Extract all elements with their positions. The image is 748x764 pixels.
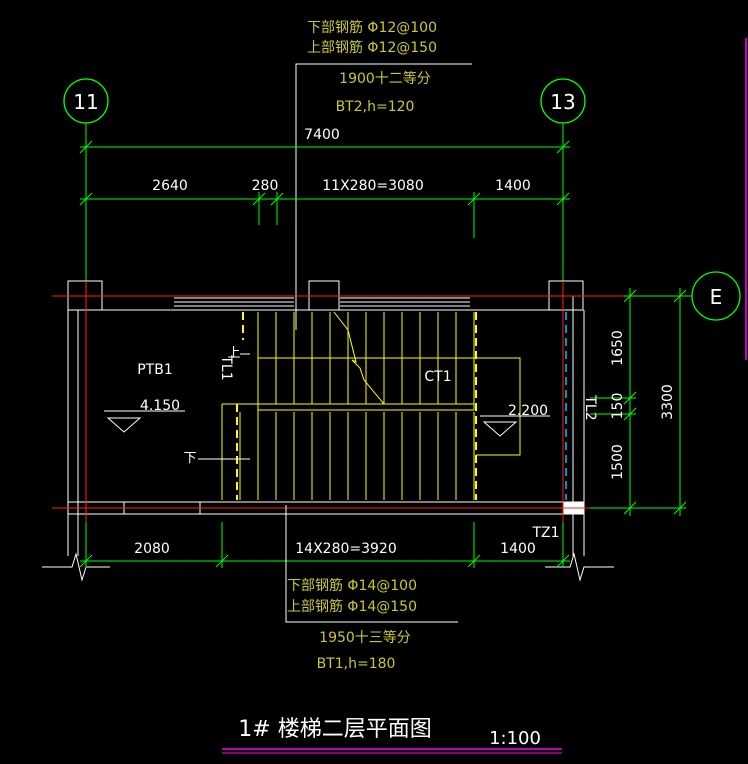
drawing-scale: 1:100 bbox=[489, 728, 541, 749]
ct1-outline bbox=[258, 311, 521, 456]
lower-top-rebar: 上部钢筋 Φ14@150 bbox=[287, 598, 417, 615]
stair-walls bbox=[42, 295, 614, 582]
bottom-dimensions bbox=[79, 522, 570, 568]
walk-line bbox=[198, 353, 250, 460]
axis-label-11: 11 bbox=[73, 90, 98, 114]
level-marker-left: 4.150 bbox=[104, 398, 185, 433]
dim-top-2640: 2640 bbox=[152, 178, 188, 194]
right-dimensions bbox=[590, 288, 687, 516]
lower-rebar-note: 下部钢筋 Φ14@100 上部钢筋 Φ14@150 1950十三等分 BT1,h… bbox=[287, 577, 417, 672]
dim-right-1500: 1500 bbox=[610, 444, 626, 480]
level-marker-right: 2.200 bbox=[480, 403, 550, 437]
dim-top-280: 280 bbox=[252, 178, 279, 194]
upper-leader-line bbox=[295, 63, 472, 330]
stair-flights bbox=[221, 312, 475, 500]
upper-top-rebar: 上部钢筋 Φ12@150 bbox=[307, 39, 437, 56]
red-axis-lines bbox=[52, 281, 680, 560]
level-right-value: 2.200 bbox=[508, 403, 548, 419]
ct1-label: CT1 bbox=[424, 369, 451, 385]
lower-bottom-rebar: 下部钢筋 Φ14@100 bbox=[287, 577, 417, 594]
dim-top-1400: 1400 bbox=[495, 178, 531, 194]
level-left-value: 4.150 bbox=[140, 398, 180, 414]
dim-top-3080: 11X280=3080 bbox=[322, 178, 424, 194]
upper-rebar-note: 下部钢筋 Φ12@100 上部钢筋 Φ12@150 1900十二等分 BT2,h… bbox=[307, 19, 437, 115]
tz1-label: TZ1 bbox=[531, 525, 559, 541]
dim-right-150: 150 bbox=[610, 393, 626, 420]
dim-right-3300: 3300 bbox=[660, 384, 676, 420]
drawing-title: 1# 楼梯二层平面图 bbox=[238, 717, 431, 742]
lower-slab-label: BT1,h=180 bbox=[317, 656, 396, 672]
upper-slab-label: BT2,h=120 bbox=[336, 99, 415, 115]
top-dimensions bbox=[79, 140, 570, 238]
ptb1-label: PTB1 bbox=[137, 362, 173, 378]
axis-bubble-e: E bbox=[691, 271, 741, 321]
axis-bubble-11: 11 bbox=[63, 78, 109, 124]
lower-division: 1950十三等分 bbox=[319, 629, 411, 646]
dim-top-total: 7400 bbox=[304, 127, 340, 143]
down-label: 下 bbox=[183, 451, 196, 466]
axis-label-e: E bbox=[710, 285, 723, 309]
axis-bubble-13: 13 bbox=[540, 78, 586, 124]
lower-leader-line bbox=[285, 505, 458, 623]
dashed-beams bbox=[236, 312, 477, 500]
tl1-label: TL1 bbox=[218, 354, 234, 380]
up-label: 上 bbox=[227, 346, 240, 361]
upper-division: 1900十二等分 bbox=[339, 70, 431, 87]
dim-bottom-2080: 2080 bbox=[134, 541, 170, 557]
upper-bottom-rebar: 下部钢筋 Φ12@100 bbox=[307, 19, 437, 36]
dim-bottom-3920: 14X280=3920 bbox=[295, 541, 397, 557]
dim-bottom-1400: 1400 bbox=[500, 541, 536, 557]
dim-right-1650: 1650 bbox=[610, 330, 626, 366]
axis-label-13: 13 bbox=[550, 90, 575, 114]
